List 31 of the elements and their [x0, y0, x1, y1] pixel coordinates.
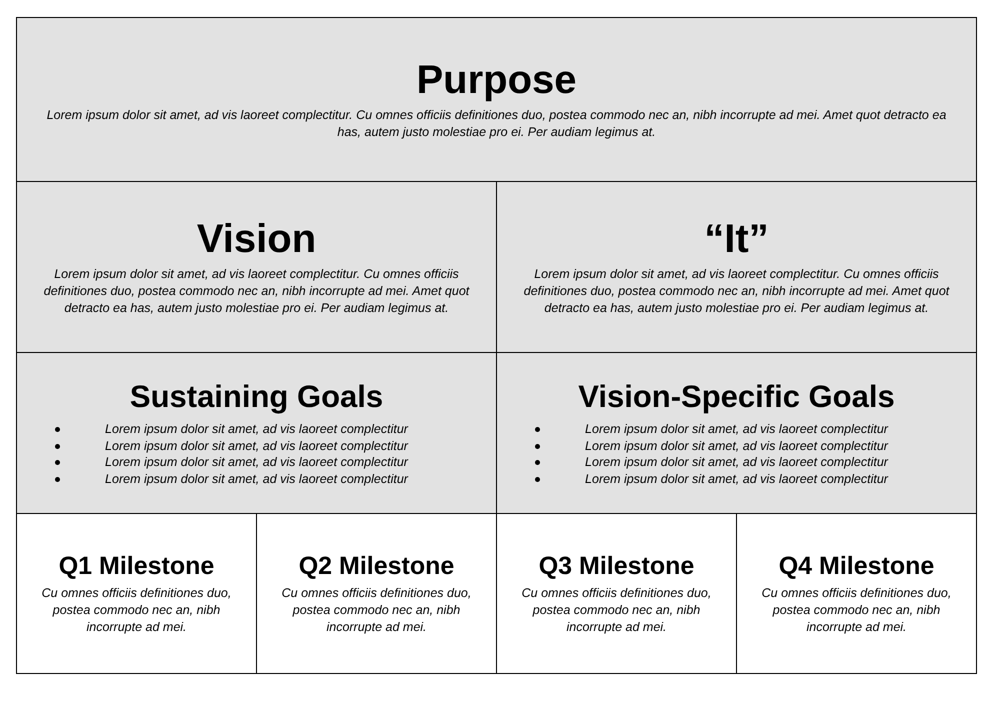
bullet-item: Lorem ipsum dolor sit amet, ad vis laoreet complectitur [105, 455, 408, 469]
milestone-panel [16, 513, 257, 674]
heading: Q3 Milestone [538, 552, 694, 580]
bullet-item: Lorem ipsum dolor sit amet, ad vis laoreet complectitur [585, 472, 888, 486]
heading: Sustaining Goals [130, 379, 384, 415]
milestone-panel [736, 513, 977, 674]
heading: Vision [196, 217, 316, 262]
heading: “It” [704, 217, 769, 262]
vision-panel [496, 181, 977, 353]
body-text: Cu omnes officiis definitiones duo, postea commodo nec an, nibh incorrupte ad mei. [760, 584, 952, 636]
heading: Q1 Milestone [58, 552, 214, 580]
heading: Purpose [416, 58, 577, 103]
bullet-item: Lorem ipsum dolor sit amet, ad vis laoreet complectitur [585, 438, 888, 452]
body-text: Lorem ipsum dolor sit amet, ad vis laoreet complectitur. Cu omnes officiis definitiones duo, postea commodo nec an, nibh incorrupte ad mei. Amet quot detracto ea has, autem justo molestiae pro ei. Per audiam legimus at. [46, 107, 948, 141]
goals-panel [16, 352, 497, 514]
heading: Vision-Specific Goals [578, 379, 895, 415]
bullet-item: Lorem ipsum dolor sit amet, ad vis laoreet complectitur [105, 422, 408, 436]
goals-panel [496, 352, 977, 514]
bullet-item: Lorem ipsum dolor sit amet, ad vis laoreet complectitur [105, 472, 408, 486]
purpose-panel [16, 17, 977, 182]
body-text: Cu omnes officiis definitiones duo, postea commodo nec an, nibh incorrupte ad mei. [40, 584, 232, 636]
bullet-item: Lorem ipsum dolor sit amet, ad vis laoreet complectitur [585, 455, 888, 469]
body-text: Cu omnes officiis definitiones duo, postea commodo nec an, nibh incorrupte ad mei. [280, 584, 472, 636]
vision-panel [16, 181, 497, 353]
bullet-item: Lorem ipsum dolor sit amet, ad vis laoreet complectitur [585, 422, 888, 436]
bullet-item: Lorem ipsum dolor sit amet, ad vis laoreet complectitur [105, 438, 408, 452]
heading: Q4 Milestone [778, 552, 934, 580]
body-text: Lorem ipsum dolor sit amet, ad vis laoreet complectitur. Cu omnes officiis definitiones duo, postea commodo nec an, nibh incorrupte ad mei. Amet quot detracto ea has, autem justo molestiae pro ei. Per audiam legimus at. [522, 266, 951, 317]
body-text: Cu omnes officiis definitiones duo, postea commodo nec an, nibh incorrupte ad mei. [520, 584, 712, 636]
heading: Q2 Milestone [298, 552, 454, 580]
body-text: Lorem ipsum dolor sit amet, ad vis laoreet complectitur. Cu omnes officiis definitiones duo, postea commodo nec an, nibh incorrupte ad mei. Amet quot detracto ea has, autem justo molestiae pro ei. Per audiam legimus at. [42, 266, 471, 317]
